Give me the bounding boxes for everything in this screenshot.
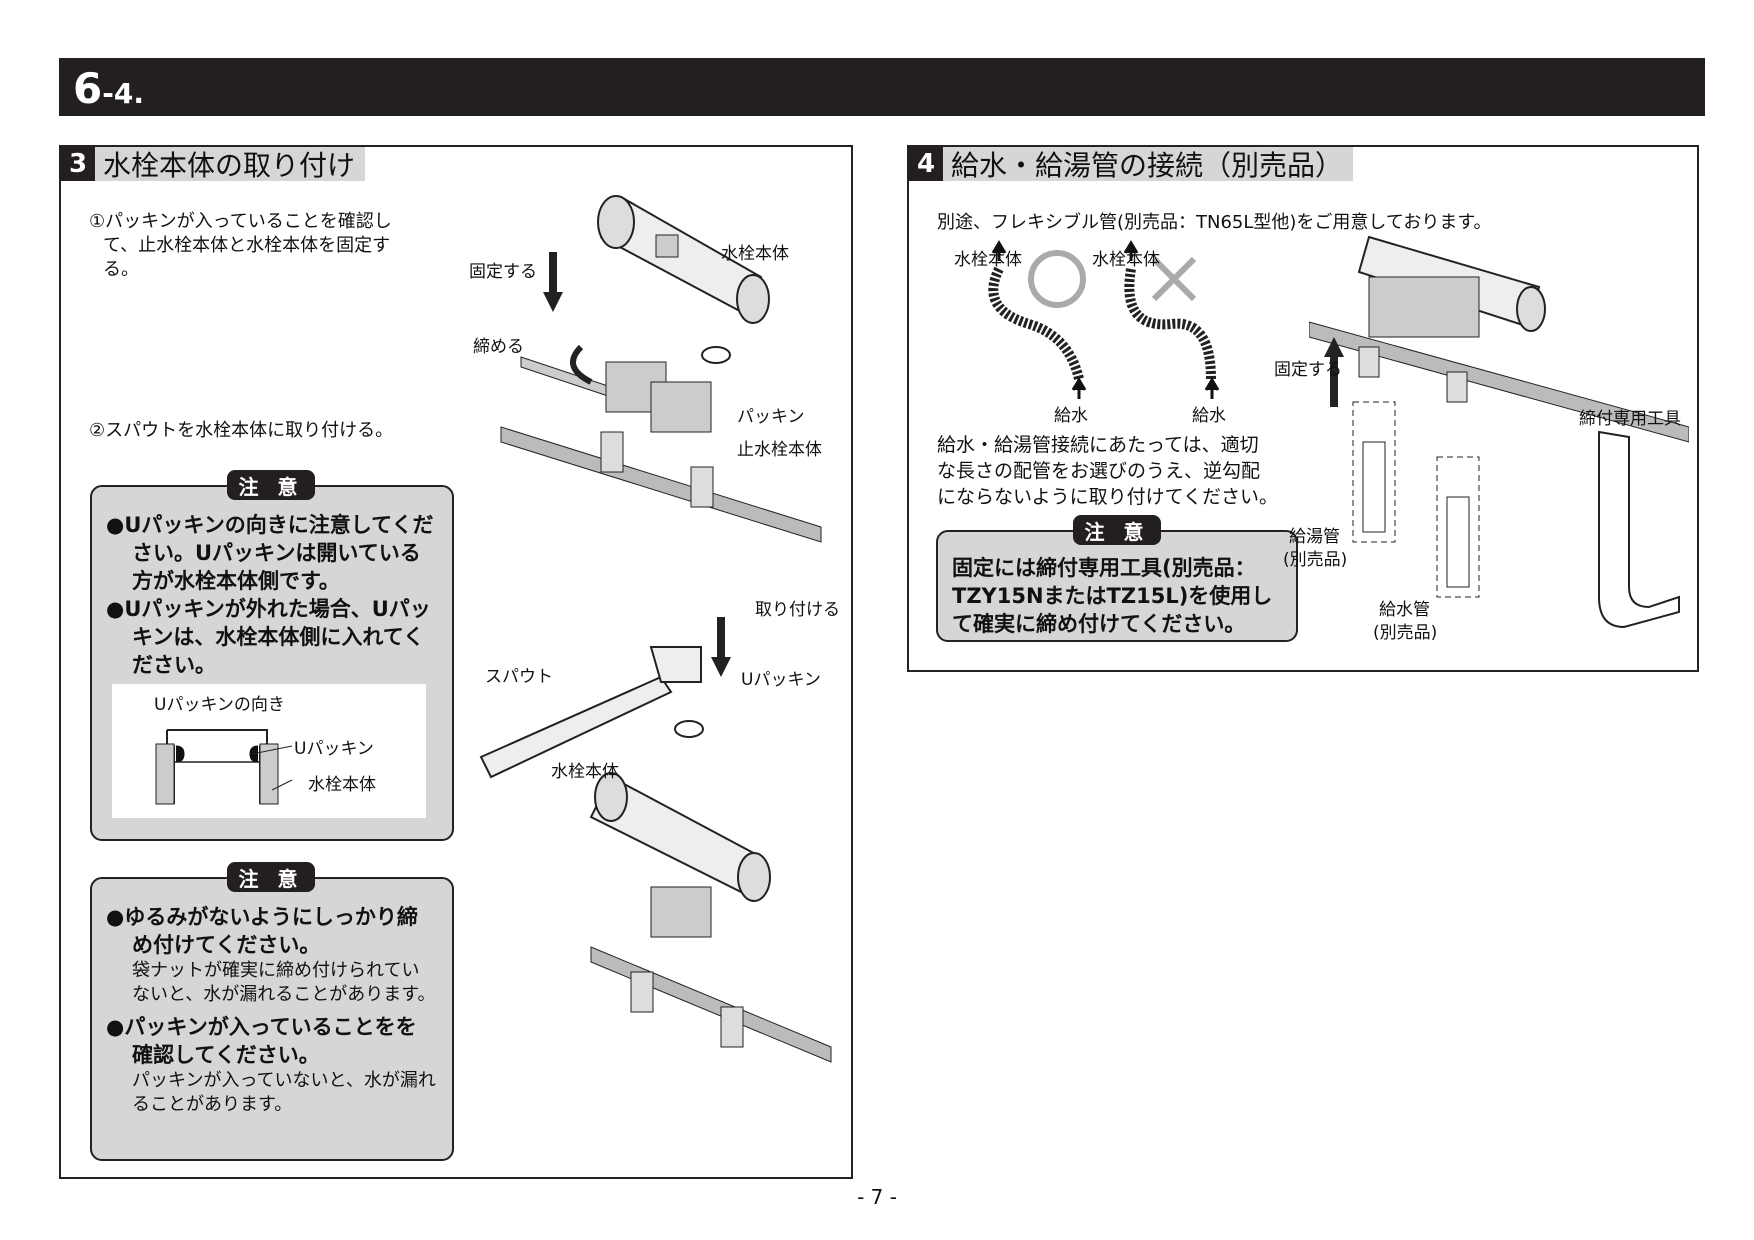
caution-bullet: ●ゆるみがないようにしっかり締め付けてください。 [106, 905, 418, 957]
label-faucet-body: 水栓本体 [308, 775, 376, 795]
caution-box-upacking: 注 意 ●Uパッキンの向きに注意してください。Uパッキンは開いている方が水栓本体… [90, 470, 454, 841]
upacking-orientation-diagram: Uパッキンの向き Uパッキン 水栓本体 [112, 684, 426, 818]
caution-tag: 注 意 [227, 862, 315, 892]
caution-bullet: ●パッキンが入っていることをを確認してください。 [106, 1015, 417, 1067]
caution-tag: 注 意 [1073, 515, 1161, 545]
label-faucet-body: 水栓本体 [954, 250, 1022, 270]
caution-detail: 袋ナットが確実に締め付けられていないと、水が漏れることがあります。 [132, 960, 436, 1005]
caution-bullet: ●Uパッキンが外れた場合、Uパッキンは、水栓本体側に入れてください。 [106, 597, 431, 677]
caution-text: 固定には締付専用工具(別売品：TZY15NまたはTZ15L)を使用して確実に締め… [952, 556, 1273, 636]
section-number: 6-4. [73, 64, 144, 113]
label-spout: スパウト [485, 667, 553, 687]
panel-faucet-installation: 3 水栓本体の取り付け ①パッキンが入っていることを確認し て、止水栓本体と水栓… [59, 145, 853, 1179]
step-number-badge: 4 [909, 147, 943, 181]
label-tightening-tool: 締付専用工具 [1579, 409, 1681, 429]
diagram-title: Uパッキンの向き [154, 695, 285, 715]
panel-title-text: 給水・給湯管の接続（別売品） [951, 149, 1344, 182]
label-packing: パッキン [737, 407, 805, 427]
spout-attaching-illustration [479, 617, 832, 1063]
label-upacking: Uパッキン [294, 739, 374, 759]
caution-box-tool: 注 意 固定には締付専用工具(別売品：TZY15NまたはTZ15L)を使用して確… [936, 515, 1298, 642]
step-2-text: ②スパウトを水栓本体に取り付ける。 [89, 420, 394, 441]
label-attach: 取り付ける [755, 600, 840, 620]
label-sold-separately: (別売品) [1283, 550, 1348, 570]
label-water-supply: 給水 [1192, 406, 1226, 426]
label-hot-water-pipe: 給湯管 [1289, 527, 1340, 547]
step-1-text: ①パッキンが入っていることを確認し て、止水栓本体と水栓本体を固定す る。 [89, 211, 392, 280]
pipe-note-text: 給水・給湯管接続にあたっては、適切 な長さの配管をお選びのうえ、逆勾配 にならな… [937, 434, 1279, 508]
label-stop-valve-body: 止水栓本体 [737, 440, 822, 460]
caution-box-tighten: 注 意 ●ゆるみがないようにしっかり締め付けてください。 袋ナットが確実に締め付… [90, 862, 454, 1161]
label-fix: 固定する [469, 262, 537, 282]
label-faucet-body: 水栓本体 [1092, 250, 1160, 270]
label-faucet-body: 水栓本体 [551, 762, 619, 782]
caution-detail: パッキンが入っていないと、水が漏れることがあります。 [132, 1070, 436, 1115]
section-header-bar: 6-4. [59, 58, 1705, 116]
flexible-pipe-comparison [988, 240, 1220, 399]
page-number: - 7 - [857, 1185, 897, 1209]
panel-supply-pipe-connection: 4 給水・給湯管の接続（別売品） 別途、フレキシブル管(別売品：TN65L型他)… [907, 145, 1699, 672]
label-water-supply: 給水 [1054, 406, 1088, 426]
panel-title: 3 水栓本体の取り付け [61, 147, 366, 182]
label-tighten: 締める [473, 337, 524, 357]
panel-title-text: 水栓本体の取り付け [103, 149, 356, 182]
label-sold-separately: (別売品) [1373, 623, 1438, 643]
label-water-pipe: 給水管 [1379, 600, 1430, 620]
panel-title: 4 給水・給湯管の接続（別売品） [909, 147, 1354, 182]
caution-tag: 注 意 [227, 470, 315, 500]
caution-bullet: ●Uパッキンの向きに注意してください。Uパッキンは開いている方が水栓本体側です。 [106, 513, 434, 593]
label-faucet-body: 水栓本体 [721, 244, 789, 264]
step-number-badge: 3 [61, 147, 95, 181]
faucet-fixing-illustration [500, 195, 822, 543]
upacking-section-drawing [155, 729, 293, 805]
supply-pipe-connection-illustration [1309, 235, 1689, 629]
intro-text: 別途、フレキシブル管(別売品：TN65L型他)をご用意しております。 [937, 212, 1492, 233]
label-upacking: Uパッキン [741, 670, 821, 690]
label-fix: 固定する [1274, 360, 1342, 380]
